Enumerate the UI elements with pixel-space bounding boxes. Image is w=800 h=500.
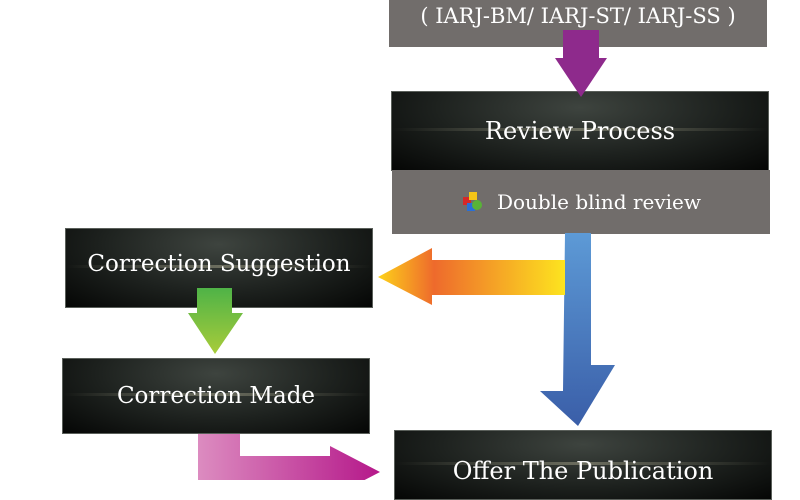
purple-arrow <box>555 30 607 97</box>
arrows-layer <box>188 30 615 480</box>
cubes-icon <box>462 192 482 211</box>
correction-made-label: Correction Made <box>116 383 316 409</box>
review-process-box: Review Process <box>391 91 769 171</box>
blue-arrow <box>540 233 615 426</box>
review-process-label: Review Process <box>484 117 676 145</box>
journals-label: ( IARJ-BM/ IARJ-ST/ IARJ-SS ) <box>420 4 736 28</box>
correction-made-box: Correction Made <box>62 358 370 434</box>
correction-suggestion-label: Correction Suggestion <box>87 251 351 277</box>
green-arrow <box>188 288 243 354</box>
offer-publication-label: Offer The Publication <box>452 457 714 485</box>
orange-arrow <box>378 248 565 305</box>
double-blind-label: Double blind review <box>496 190 702 214</box>
double-blind-box: Double blind review <box>392 170 770 234</box>
pink-arrow <box>198 434 380 480</box>
